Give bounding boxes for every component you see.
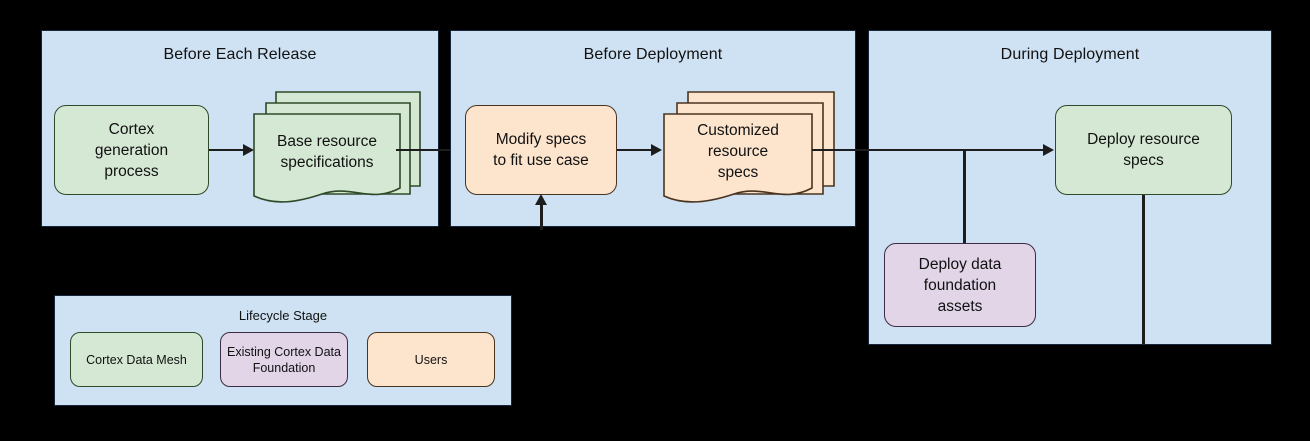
legend-item-cortex-data-mesh[interactable]: Cortex Data Mesh [70, 332, 203, 387]
arrowhead-modify-specs-to-customized-specs [651, 144, 662, 156]
node-label-deploy-resource-specs: Deploy resource specs [1087, 131, 1200, 169]
node-modify-specs-to-fit-use-case[interactable]: Modify specs to fit use case [465, 105, 617, 195]
legend-item-users[interactable]: Users [367, 332, 495, 387]
doc-sheet-front [663, 113, 813, 203]
node-label-deploy-data-foundation-assets: Deploy data foundation assets [918, 255, 1002, 315]
edge-data-foundation-to-deploy-specs [963, 149, 966, 244]
legend-item-label-existing-cortex-data-foundation: Existing Cortex Data Foundation [227, 344, 341, 375]
edge-base-specs-to-modify-specs [396, 149, 462, 151]
edge-modify-specs-to-customized-specs [617, 149, 655, 151]
node-base-resource-specifications[interactable]: Base resource specifications [248, 88, 428, 208]
lane-title-before-each-release: Before Each Release [163, 46, 317, 63]
edge-deploy-specs-downstream [1142, 195, 1145, 345]
edge-cortex-to-base-specs [209, 149, 247, 151]
legend-item-label-users: Users [414, 352, 448, 367]
node-deploy-data-foundation-assets[interactable]: Deploy data foundation assets [884, 243, 1036, 327]
node-cortex-generation-process[interactable]: Cortex generation process [54, 105, 209, 195]
arrowhead-deploy-specs-inbound [1043, 144, 1054, 156]
arrowhead-cortex-to-base-specs [243, 144, 254, 156]
legend-item-existing-cortex-data-foundation[interactable]: Existing Cortex Data Foundation [220, 332, 348, 387]
lane-title-before-deployment: Before Deployment [583, 46, 723, 63]
node-customized-resource-specs[interactable]: Customized resource specs [658, 88, 844, 208]
node-label-modify-specs-to-fit-use-case: Modify specs to fit use case [493, 131, 589, 169]
lane-title-during-deployment: During Deployment [1000, 46, 1140, 63]
legend-item-label-cortex-data-mesh: Cortex Data Mesh [86, 352, 187, 367]
node-label-cortex-generation-process: Cortex generation process [94, 120, 169, 180]
doc-sheet-front [253, 113, 401, 203]
edge-customized-specs-to-deploy-specs-segment [856, 149, 1052, 151]
node-deploy-resource-specs[interactable]: Deploy resource specs [1055, 105, 1232, 195]
legend-title: Lifecycle Stage [238, 308, 328, 323]
edge-users-to-modify-specs [540, 200, 543, 230]
arrowhead-users-to-modify-specs [535, 194, 547, 205]
